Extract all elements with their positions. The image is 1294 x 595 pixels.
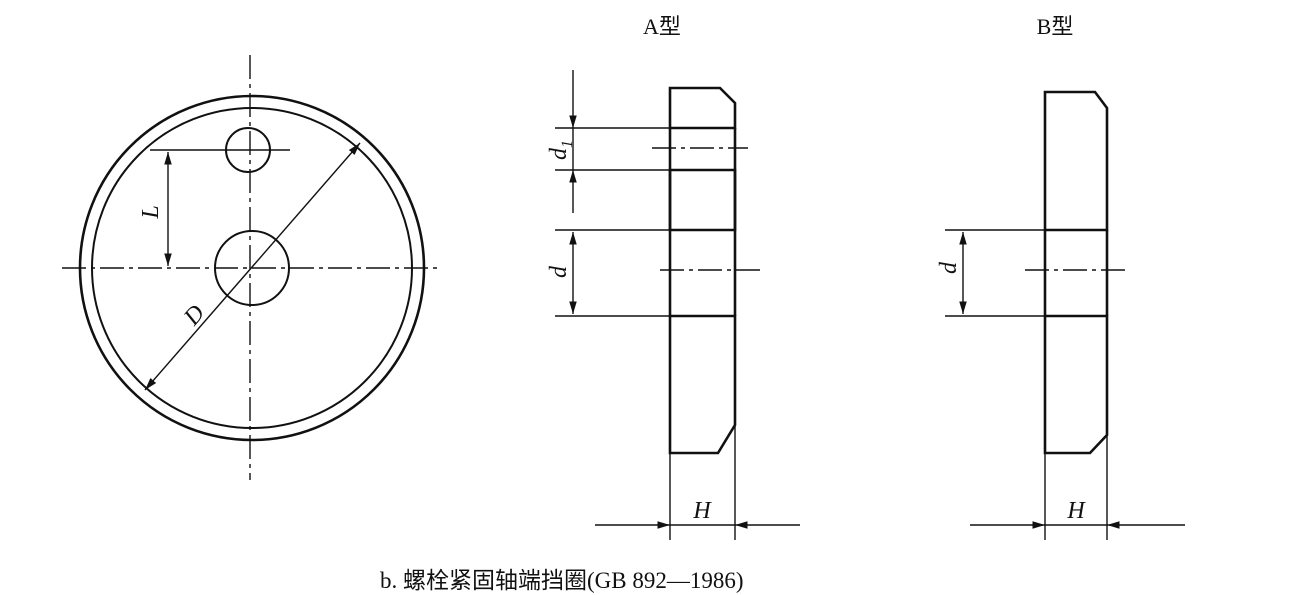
figure-caption: b. 螺栓紧固轴端挡圈(GB 892—1986)	[380, 568, 744, 593]
type-b-section: B型 d H	[936, 14, 1185, 540]
D-dimension-line	[144, 142, 361, 391]
front-view: L D	[62, 55, 442, 480]
hatched-region	[1043, 90, 1109, 232]
label-H: H	[692, 498, 712, 524]
hatched-region	[668, 314, 737, 455]
label-d1: d1	[546, 140, 576, 160]
label-d: d	[546, 265, 572, 278]
label-H: H	[1066, 498, 1086, 524]
type-a-title: A型	[643, 14, 681, 39]
label-D: D	[179, 300, 211, 331]
hatched-region	[1043, 314, 1109, 455]
type-a-section: A型 d1 d H	[546, 14, 800, 540]
hatched-region	[668, 86, 737, 130]
label-d: d	[936, 261, 962, 274]
type-b-title: B型	[1037, 14, 1074, 39]
label-L: L	[138, 205, 164, 219]
hatched-region	[668, 168, 737, 232]
